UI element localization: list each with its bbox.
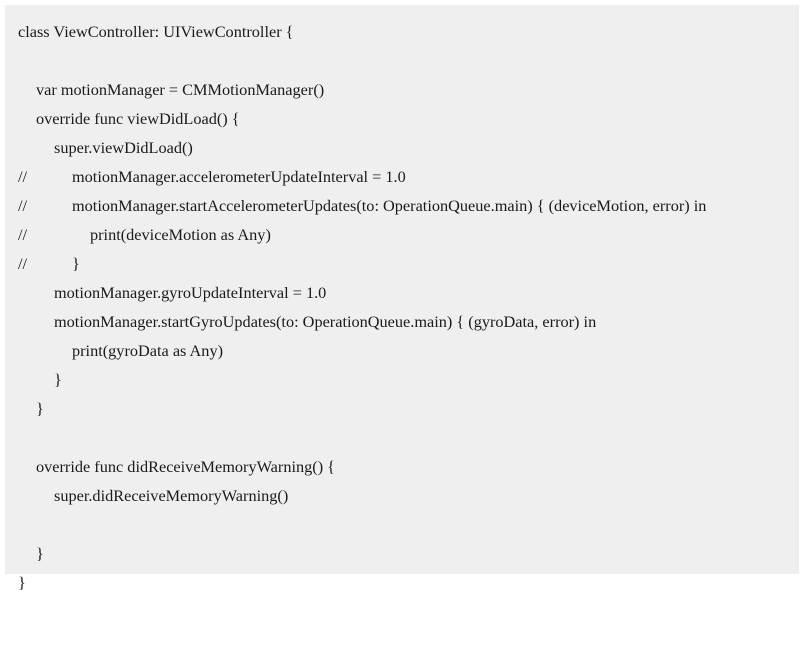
code-line-6: motionManager.accelerometerUpdateInterva…	[5, 162, 406, 191]
code-line-3: var motionManager = CMMotionManager()	[5, 75, 324, 104]
code-line-20: }	[5, 568, 26, 597]
code-text: super.viewDidLoad()	[54, 138, 193, 157]
code-line-1: class ViewController: UIViewController {	[5, 17, 294, 46]
comment-marker: //	[18, 254, 28, 273]
code-line-4: override func viewDidLoad() {	[5, 104, 240, 133]
code-line-16: override func didReceiveMemoryWarning() …	[5, 452, 335, 481]
code-text: }	[36, 399, 44, 418]
code-line-12: print(gyroData as Any)	[5, 336, 223, 365]
code-text: override func didReceiveMemoryWarning() …	[36, 457, 336, 476]
comment-marker: //	[18, 225, 28, 244]
code-line-17: super.didReceiveMemoryWarning()	[5, 481, 288, 510]
comment-marker: //	[18, 167, 28, 186]
code-text: print(deviceMotion as Any)	[90, 225, 271, 244]
code-text: }	[54, 370, 62, 389]
code-line-10: motionManager.gyroUpdateInterval = 1.0	[5, 278, 326, 307]
code-line-7: motionManager.startAccelerometerUpdates(…	[5, 191, 706, 220]
code-text: motionManager.startGyroUpdates(to: Opera…	[54, 312, 597, 331]
code-text: motionManager.accelerometerUpdateInterva…	[72, 167, 406, 186]
code-line-14: }	[5, 394, 44, 423]
code-text: class ViewController: UIViewController {	[18, 22, 294, 41]
code-listing: class ViewController: UIViewController {…	[5, 5, 799, 592]
code-line-8: print(deviceMotion as Any)	[5, 220, 271, 249]
code-line-13: }	[5, 365, 62, 394]
code-text: }	[72, 254, 80, 273]
code-line-19: }	[5, 539, 44, 568]
code-text: override func viewDidLoad() {	[36, 109, 240, 128]
code-text: }	[36, 544, 44, 563]
code-text: motionManager.gyroUpdateInterval = 1.0	[54, 283, 327, 302]
code-line-9: }	[5, 249, 80, 278]
code-text: }	[18, 573, 26, 592]
comment-marker: //	[18, 196, 28, 215]
code-text: super.didReceiveMemoryWarning()	[54, 486, 289, 505]
code-line-11: motionManager.startGyroUpdates(to: Opera…	[5, 307, 596, 336]
code-line-5: super.viewDidLoad()	[5, 133, 193, 162]
code-text: motionManager.startAccelerometerUpdates(…	[72, 196, 707, 215]
code-text: print(gyroData as Any)	[72, 341, 224, 360]
code-text: var motionManager = CMMotionManager()	[36, 80, 325, 99]
